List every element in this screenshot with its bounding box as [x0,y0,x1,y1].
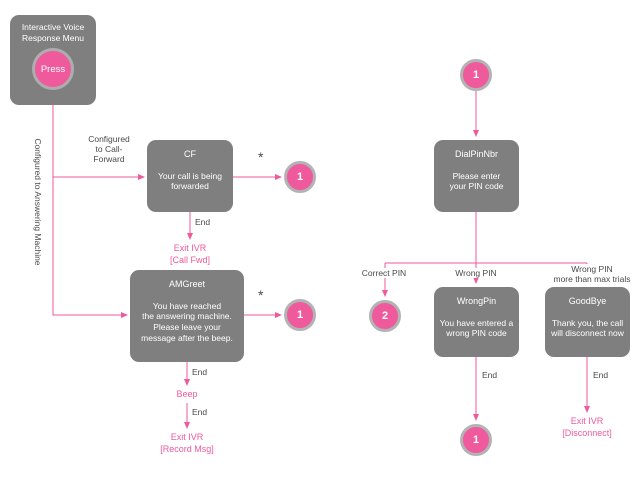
dialpinnbr-node-body: Please enter your PIN code [449,170,504,192]
connector-circle-1-wrongpin: 1 [460,424,492,456]
label-beep: Beep [176,389,198,399]
label-correct-pin: Correct PIN [352,268,416,279]
label-end-cf: End [195,217,211,227]
wrongpin-node-body: You have entered a wrong PIN code [439,317,514,339]
label-wrong-pin-max-trials: Wrong PIN more than max trials [544,264,640,285]
circle-number: 1 [296,309,304,321]
label-exit-record-msg: Exit IVR [Record Msg] [160,432,214,454]
edge-dialpinnbr-branch [385,212,587,264]
circle-number: 2 [381,310,389,322]
label-exit-call-fwd: Exit IVR [Call Fwd] [169,243,210,265]
connector-circle-1-amgreet: 1 [284,299,316,331]
label-star-cf: * [258,149,264,165]
label-end-goodbye: End [593,370,609,380]
connector-circle-1-cf: 1 [284,161,316,193]
label-end-wrongpin: End [482,370,498,380]
label-end-beep: End [192,407,208,417]
amgreet-node-body: You have reached the answering machine. … [141,300,233,343]
press-state-circle: Press [32,48,74,91]
label-star-amgreet: * [258,287,264,303]
node-amgreet: AMGreet You have reached the answering m… [130,270,244,362]
circle-number: 1 [472,434,480,446]
node-dialpinnbr: DialPinNbr Please enter your PIN code [434,140,519,212]
connector-circle-2-correct-pin: 2 [369,300,401,332]
label-configured-answering-machine: Configured to Answering Machine [33,138,43,266]
node-goodbye: GoodBye Thank you, the call will disconn… [545,287,630,357]
cf-node-title: CF [184,149,196,159]
node-wrongpin: WrongPin You have entered a wrong PIN co… [434,287,519,357]
label-exit-disconnect: Exit IVR [Disconnect] [562,416,612,438]
label-end-amgreet: End [192,367,208,377]
circle-number: 1 [296,171,304,183]
wrongpin-node-title: WrongPin [456,296,497,306]
node-ivr-menu: Interactive Voice Response Menu Press [10,15,96,105]
label-configured-call-forward: Configured to Call- Forward [88,134,130,165]
connector-circle-1-top: 1 [460,59,492,91]
ivr-menu-title: Interactive Voice Response Menu [21,22,85,44]
cf-node-body: Your call is being forwarded [158,170,222,192]
dialpinnbr-node-title: DialPinNbr [454,149,498,159]
edge-ivr-to-amgreet [52,105,128,318]
amgreet-node-title: AMGreet [168,279,205,289]
goodbye-node-title: GoodBye [568,296,607,306]
node-cf: CF Your call is being forwarded [147,140,233,212]
circle-number: 1 [472,69,480,81]
label-wrong-pin: Wrong PIN [444,268,508,279]
goodbye-node-body: Thank you, the call will disconnect now [551,317,624,339]
press-label: Press [40,63,66,75]
